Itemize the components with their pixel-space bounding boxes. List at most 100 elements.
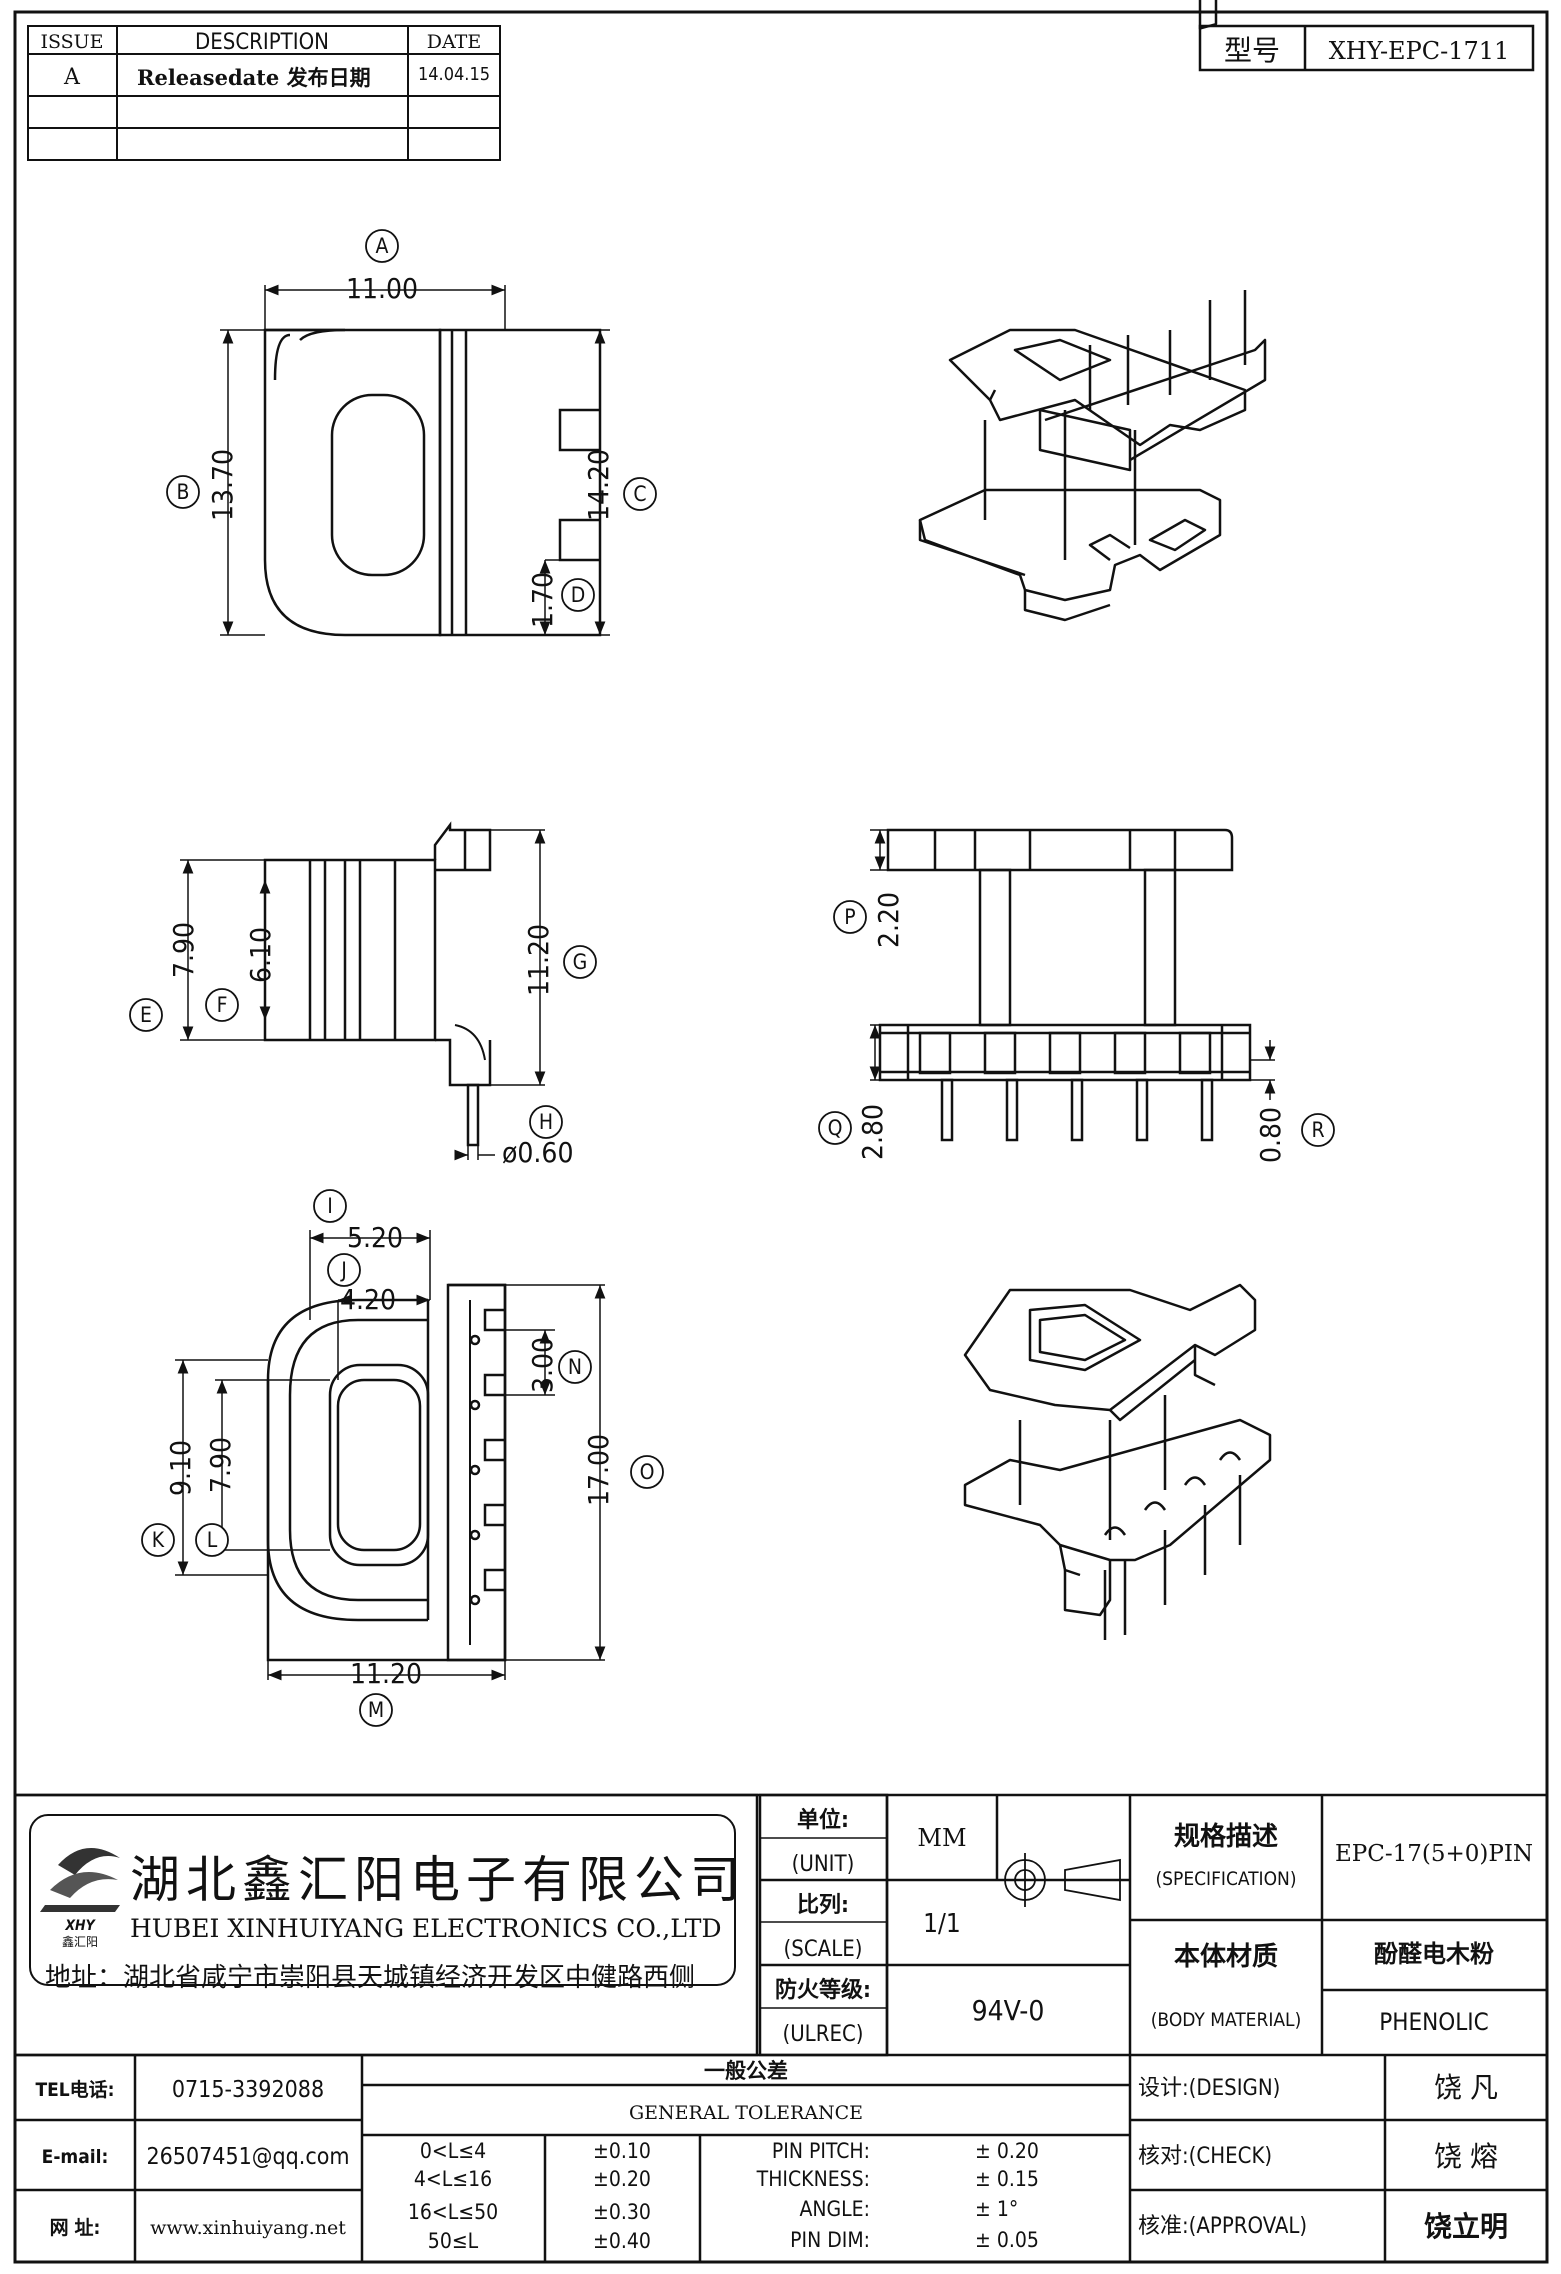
tolerance-specials: PIN PITCH: THICKNESS: ANGLE: PIN DIM: ± … (756, 2139, 1039, 2252)
model-value: XHY-EPC-1711 (1329, 37, 1510, 65)
web-label: 网 址: (50, 2217, 101, 2239)
rev-date: 14.04.15 (418, 64, 490, 85)
rev-header-description: DESCRIPTION (195, 30, 329, 55)
material-value-en: PHENOLIC (1379, 2008, 1489, 2036)
approval-label: 核准:(APPROVAL) (1138, 2214, 1307, 2239)
web-value: www.xinhuiyang.net (150, 2217, 346, 2239)
dim-value-F: 6.10 (244, 927, 277, 983)
logo-text: XHY (64, 1918, 96, 1934)
spec-label-cn: 规格描述 (1174, 1821, 1278, 1852)
dim-value-H: ø0.60 (502, 1136, 573, 1169)
tol-special-label: PIN PITCH: (772, 2139, 870, 2163)
balloon-E: E (140, 1003, 152, 1027)
balloon-N: N (568, 1355, 582, 1379)
tol-special-value: ± 1° (975, 2197, 1018, 2221)
dim-value-P: 2.20 (872, 892, 905, 948)
dim-value-J: 4.20 (340, 1283, 396, 1316)
balloon-G: G (573, 950, 588, 974)
balloon-L: L (207, 1528, 218, 1552)
dim-value-M: 11.20 (350, 1657, 422, 1690)
balloon-O: O (640, 1460, 655, 1484)
balloon-letters: A B C D E F G H P Q R I J N O K L M (140, 234, 1325, 1722)
tolerance-ranges: 0<L≤4 4<L≤16 16<L≤50 50≤L ±0.10 ±0.20 ±0… (408, 2139, 651, 2253)
tolerance-title-en: GENERAL TOLERANCE (629, 2102, 863, 2124)
tol-special-label: THICKNESS: (756, 2167, 870, 2191)
balloon-C: C (633, 482, 646, 506)
balloon-R: R (1311, 1118, 1324, 1142)
side-view-dimensions (182, 830, 546, 1161)
title-block-grid (13, 1793, 1547, 2262)
logo-subtext: 鑫汇阳 (62, 1934, 98, 1949)
balloon-P: P (844, 905, 855, 929)
balloon-Q: Q (828, 1116, 843, 1140)
ulrec-value: 94V-0 (972, 1994, 1045, 2027)
scale-label-en: (SCALE) (784, 1937, 863, 1962)
unit-label-en: (UNIT) (792, 1852, 855, 1877)
front-view-dimensions (869, 830, 1276, 1100)
scale-value: 1/1 (923, 1909, 961, 1939)
tol-value: ±0.30 (593, 2200, 651, 2224)
balloon-M: M (368, 1698, 384, 1722)
email-label: E-mail: (42, 2146, 109, 2168)
balloon-A: A (376, 234, 389, 258)
material-label-en: (BODY MATERIAL) (1151, 2009, 1302, 2031)
bottom-view-dimensions (177, 1232, 606, 1681)
balloons (129, 229, 1335, 1727)
rev-description: Releasedate 发布日期 (137, 65, 371, 90)
unit-value: MM (917, 1824, 966, 1852)
balloon-F: F (217, 993, 228, 1017)
email-value: 26507451@qq.com (146, 2144, 349, 2170)
check-name: 饶 熔 (1434, 2140, 1498, 2173)
rev-header-issue: ISSUE (40, 31, 103, 53)
company-logo: XHY 鑫汇阳 (40, 1848, 120, 1949)
balloon-D: D (571, 583, 586, 607)
ulrec-label-cn: 防火等级: (775, 1977, 871, 2003)
dim-value-A: 11.00 (346, 272, 418, 305)
tol-range: 50≤L (428, 2229, 479, 2253)
dim-value-O: 17.00 (582, 1434, 615, 1506)
isometric-view-bottom (963, 1283, 1272, 1640)
dim-value-K: 9.10 (164, 1440, 197, 1496)
tol-special-value: ± 0.20 (975, 2139, 1039, 2163)
tol-value: ±0.40 (593, 2229, 651, 2253)
company-address: 地址：湖北省咸宁市崇阳县天城镇经济开发区中健路西侧 (45, 1963, 695, 1993)
tol-range: 0<L≤4 (420, 2139, 486, 2163)
rev-header-date: DATE (427, 31, 481, 53)
dim-value-R: 0.80 (1254, 1107, 1287, 1163)
tel-label: TEL电话: (35, 2078, 114, 2101)
model-box (1198, 24, 1535, 72)
top-view-dimensions (222, 284, 606, 635)
dimension-labels: 11.00 13.70 14.20 1.70 7.90 6.10 11.20 ø… (164, 272, 1287, 1690)
balloon-J: J (340, 1258, 347, 1282)
dim-value-L: 7.90 (204, 1437, 237, 1493)
balloon-I: I (327, 1194, 333, 1218)
company-name-en: HUBEI XINHUIYANG ELECTRONICS CO.,LTD (130, 1914, 722, 1943)
front-view (870, 828, 1275, 1142)
tol-special-value: ± 0.05 (975, 2228, 1039, 2252)
balloon-B: B (177, 480, 190, 504)
dim-value-D: 1.70 (526, 572, 559, 628)
projection-symbol-icon (998, 1853, 1125, 1907)
unit-label-cn: 单位: (797, 1807, 849, 1833)
rev-issue: A (63, 65, 81, 90)
dim-value-N: 3.00 (526, 1337, 559, 1393)
approval-name: 饶立明 (1424, 2210, 1508, 2243)
spec-value: EPC-17(5+0)PIN (1335, 1841, 1533, 1867)
tol-special-label: ANGLE: (799, 2197, 870, 2221)
dim-value-C: 14.20 (582, 449, 615, 521)
tol-special-value: ± 0.15 (975, 2167, 1039, 2191)
tol-range: 16<L≤50 (408, 2200, 498, 2224)
dim-value-G: 11.20 (522, 924, 555, 996)
sheet-border (13, 10, 1549, 2264)
design-label: 设计:(DESIGN) (1138, 2076, 1280, 2101)
check-label: 核对:(CHECK) (1138, 2144, 1272, 2169)
tol-special-label: PIN DIM: (790, 2228, 870, 2252)
dim-value-Q: 2.80 (856, 1104, 889, 1160)
balloon-K: K (152, 1528, 165, 1552)
dim-value-I: 5.20 (347, 1221, 403, 1254)
tol-value: ±0.10 (593, 2139, 651, 2163)
isometric-view-top (918, 0, 1267, 622)
model-label: 型号 (1224, 34, 1280, 67)
ulrec-label-en: (ULREC) (782, 2022, 863, 2047)
